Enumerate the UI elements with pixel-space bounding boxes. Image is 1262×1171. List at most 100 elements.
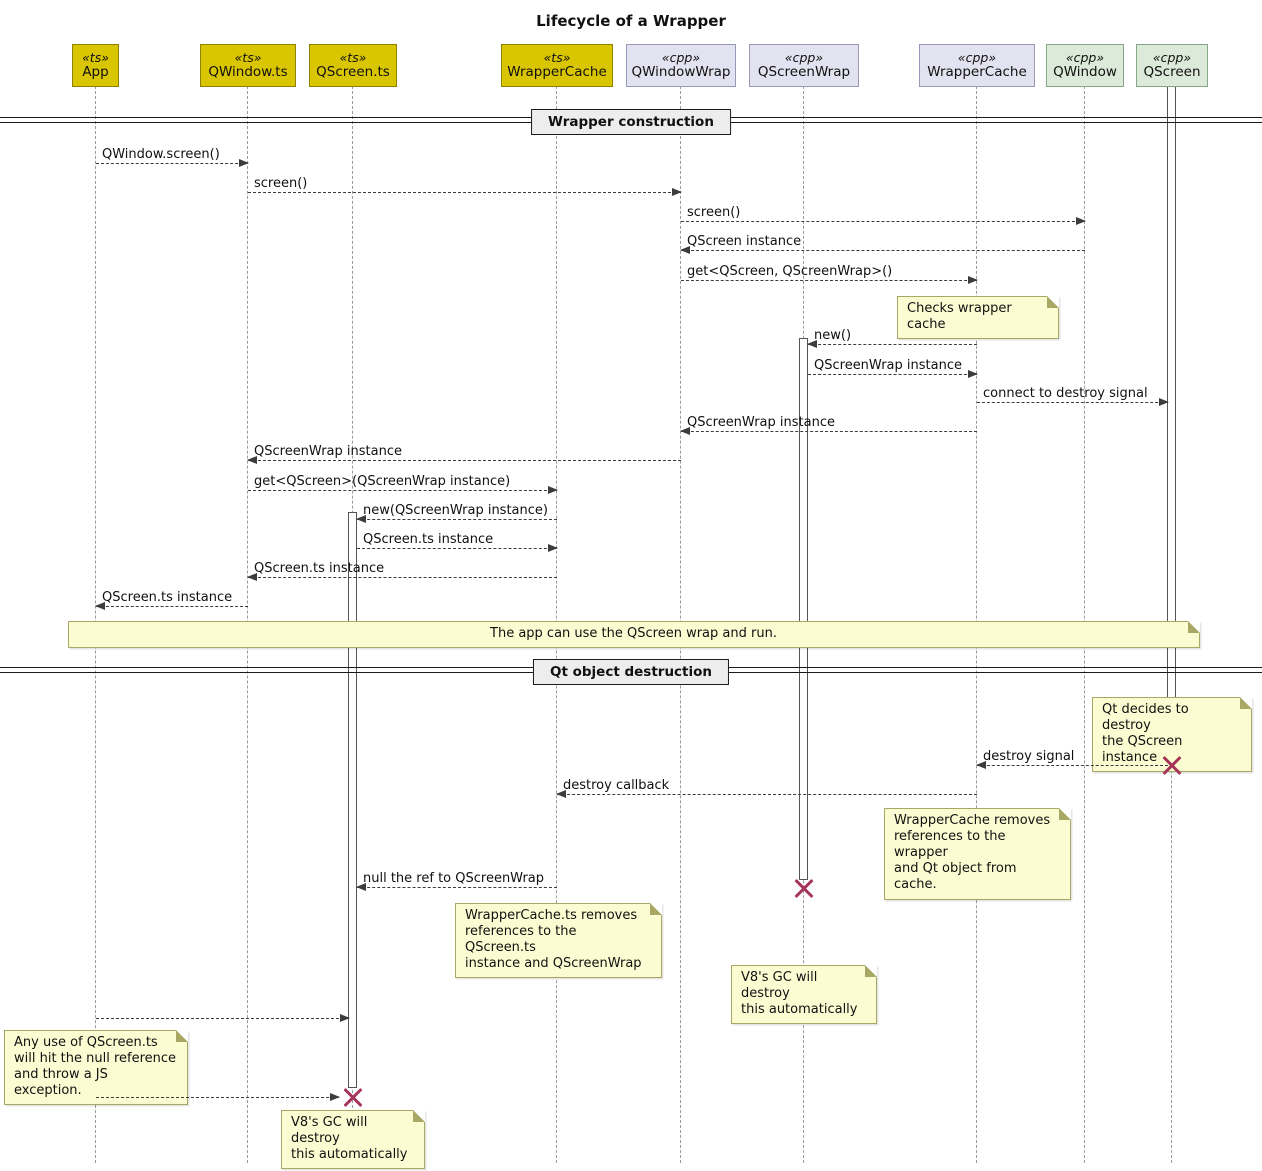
message-arrow: new(): [807, 328, 977, 348]
diagram-title: Lifecycle of a Wrapper: [536, 12, 726, 30]
message-arrow: QScreenWrap instance: [680, 415, 977, 435]
arrowhead-right-icon: [340, 1014, 350, 1022]
arrowhead-left-icon: [976, 761, 986, 769]
arrowhead-right-icon: [548, 544, 558, 552]
arrowhead-right-icon: [330, 1093, 340, 1101]
arrowhead-left-icon: [356, 515, 366, 523]
arrowhead-left-icon: [556, 790, 566, 798]
participant-stereotype: «cpp»: [784, 49, 824, 65]
message-label: connect to destroy signal: [983, 386, 1148, 401]
message-arrow: QScreen instance: [680, 234, 1085, 254]
message-arrow: screen(): [248, 176, 682, 196]
arrowhead-left-icon: [247, 456, 257, 464]
participant-qwindowwrap: «cpp» QWindowWrap: [626, 44, 736, 87]
arrowhead-right-icon: [672, 188, 682, 196]
arrowhead-right-icon: [968, 276, 978, 284]
message-label: new(QScreenWrap instance): [363, 503, 548, 518]
activation-bar-qscreen: [1167, 86, 1176, 756]
message-label: new(): [814, 328, 852, 343]
message-arrow: [96, 1093, 340, 1101]
participant-name: WrapperCache: [927, 63, 1027, 80]
arrowhead-left-icon: [807, 340, 817, 348]
message-label: screen(): [254, 176, 308, 191]
participant-stereotype: «ts»: [234, 49, 262, 65]
participant-name: WrapperCache: [507, 63, 607, 80]
participant-stereotype: «ts»: [543, 49, 571, 65]
message-arrow: [96, 1014, 350, 1022]
message-arrow: QWindow.screen(): [96, 147, 249, 167]
destroy-icon: [342, 1086, 364, 1108]
participant-qscreenwrap: «cpp» QScreenWrap: [749, 44, 859, 87]
arrowhead-right-icon: [239, 159, 249, 167]
participant-qscreen-ts: «ts» QScreen.ts: [309, 44, 397, 87]
message-arrow: QScreen.ts instance: [247, 561, 557, 581]
participant-name: QWindowWrap: [631, 63, 731, 80]
message-arrow: screen(): [681, 205, 1086, 225]
arrowhead-left-icon: [356, 883, 366, 891]
note: V8's GC will destroy this automatically: [281, 1110, 425, 1170]
message-arrow: get<QScreen>(QScreenWrap instance): [248, 474, 558, 494]
participant-wrappercache-ts: «ts» WrapperCache: [501, 44, 613, 87]
participant-name: App: [82, 63, 109, 80]
participant-wrappercache-cpp: «cpp» WrapperCache: [919, 44, 1035, 87]
participant-name: QScreen.ts: [316, 63, 390, 80]
arrowhead-right-icon: [1159, 398, 1169, 406]
participant-qwindow: «cpp» QWindow: [1046, 44, 1124, 87]
arrowhead-left-icon: [680, 427, 690, 435]
message-label: QWindow.screen(): [102, 147, 220, 162]
arrowhead-left-icon: [680, 246, 690, 254]
message-label: null the ref to QScreenWrap: [363, 871, 545, 886]
destroy-icon: [1161, 754, 1183, 776]
message-arrow: QScreen.ts instance: [95, 590, 248, 610]
participant-stereotype: «cpp»: [1065, 49, 1105, 65]
message-label: QScreen.ts instance: [254, 561, 385, 576]
activation-bar-qscreen-ts: [348, 512, 357, 1088]
section-divider-label: Qt object destruction: [532, 659, 730, 685]
message-arrow: QScreenWrap instance: [808, 358, 978, 378]
participant-name: QWindow.ts: [208, 63, 288, 80]
message-label: QScreen.ts instance: [102, 590, 233, 605]
message-label: destroy signal: [983, 749, 1075, 764]
message-label: QScreen.ts instance: [363, 532, 494, 547]
message-label: QScreenWrap instance: [254, 444, 402, 459]
message-label: get<QScreen, QScreenWrap>(): [687, 264, 893, 279]
participant-stereotype: «cpp»: [661, 49, 701, 65]
message-arrow: destroy callback: [556, 778, 977, 798]
arrowhead-left-icon: [95, 602, 105, 610]
participant-name: QWindow: [1053, 63, 1117, 80]
participant-stereotype: «cpp»: [1152, 49, 1192, 65]
destroy-icon: [793, 877, 815, 899]
participant-qwindow-ts: «ts» QWindow.ts: [200, 44, 296, 87]
note-wide: The app can use the QScreen wrap and run…: [68, 621, 1200, 649]
participant-name: QScreenWrap: [757, 63, 851, 80]
message-arrow: null the ref to QScreenWrap: [356, 871, 557, 891]
note: WrapperCache removes references to the w…: [884, 808, 1071, 900]
message-arrow: new(QScreenWrap instance): [356, 503, 557, 523]
arrowhead-right-icon: [1076, 217, 1086, 225]
participant-app: «ts» App: [72, 44, 119, 87]
message-arrow: get<QScreen, QScreenWrap>(): [681, 264, 978, 284]
message-arrow: connect to destroy signal: [977, 386, 1169, 406]
arrowhead-right-icon: [968, 370, 978, 378]
participant-stereotype: «ts»: [339, 49, 367, 65]
participant-name: QScreen: [1143, 63, 1201, 80]
note: V8's GC will destroy this automatically: [731, 965, 877, 1025]
note: Any use of QScreen.ts will hit the null …: [4, 1030, 188, 1106]
arrowhead-right-icon: [548, 486, 558, 494]
message-label: QScreen instance: [687, 234, 802, 249]
note: Checks wrapper cache: [897, 296, 1059, 340]
message-arrow: QScreenWrap instance: [247, 444, 681, 464]
message-label: get<QScreen>(QScreenWrap instance): [254, 474, 511, 489]
message-arrow: QScreen.ts instance: [357, 532, 558, 552]
message-label: screen(): [687, 205, 741, 220]
message-label: QScreenWrap instance: [687, 415, 835, 430]
message-arrow: destroy signal: [976, 749, 1168, 769]
participant-stereotype: «ts»: [82, 49, 109, 65]
message-label: destroy callback: [563, 778, 670, 793]
participant-stereotype: «cpp»: [957, 49, 997, 65]
note: WrapperCache.ts removes references to th…: [455, 903, 662, 979]
arrowhead-left-icon: [247, 573, 257, 581]
message-label: QScreenWrap instance: [814, 358, 962, 373]
participant-qscreen: «cpp» QScreen: [1136, 44, 1208, 87]
